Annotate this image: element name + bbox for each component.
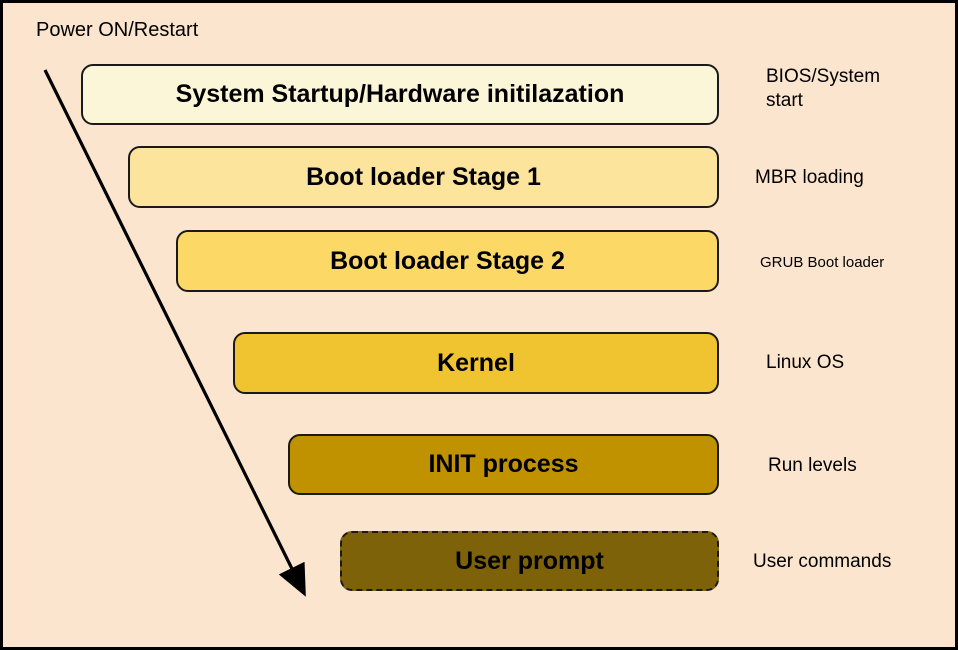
side-label-user-commands: User commands [753,551,892,572]
side-label-grub-boot-loader: GRUB Boot loader [760,254,885,271]
stage-label: Kernel [437,348,515,377]
stage-label: Boot loader Stage 2 [330,246,565,275]
stage-label: User prompt [455,546,604,575]
stage-box-user-prompt: User prompt [340,531,719,591]
stage-box-init-process: INIT process [288,434,719,495]
power-on-restart-label: Power ON/Restart [36,19,199,41]
side-label-bios-system-start: BIOS/System start [766,66,881,112]
side-label-mbr-loading: MBR loading [755,167,864,188]
stage-box-kernel: Kernel [233,332,719,394]
stage-box-boot-loader-stage-1: Boot loader Stage 1 [128,146,719,208]
stage-box-system-startup: System Startup/Hardware initilazation [81,64,719,125]
stage-label: Boot loader Stage 1 [306,162,541,191]
side-label-run-levels: Run levels [768,455,857,476]
stage-label: System Startup/Hardware initilazation [175,80,625,108]
stage-box-boot-loader-stage-2: Boot loader Stage 2 [176,230,719,292]
side-label-linux-os: Linux OS [766,352,845,373]
stage-label: INIT process [428,450,579,478]
